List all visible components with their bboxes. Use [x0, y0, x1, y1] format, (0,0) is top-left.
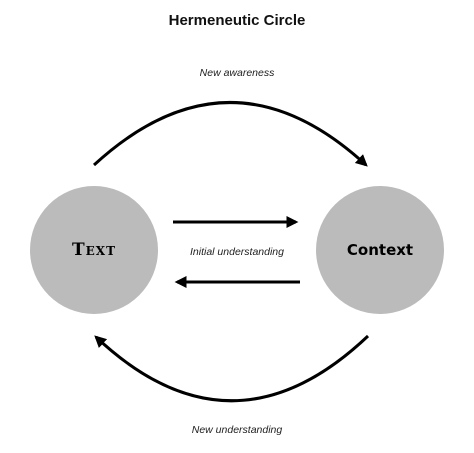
- text-node-label: Text: [71, 240, 117, 260]
- caption-new-understanding: New understanding: [191, 424, 283, 436]
- diagram-title: Hermeneutic Circle: [168, 12, 306, 29]
- context-node: Context: [316, 186, 444, 314]
- caption-initial-understanding: Initial understanding: [190, 246, 284, 258]
- bottom-curved-arrow: [94, 334, 370, 403]
- text-node: Text: [30, 186, 158, 314]
- caption-new-awareness: New awareness: [199, 67, 275, 79]
- context-node-label: Context: [346, 241, 414, 259]
- top-curved-arrow: [92, 101, 368, 167]
